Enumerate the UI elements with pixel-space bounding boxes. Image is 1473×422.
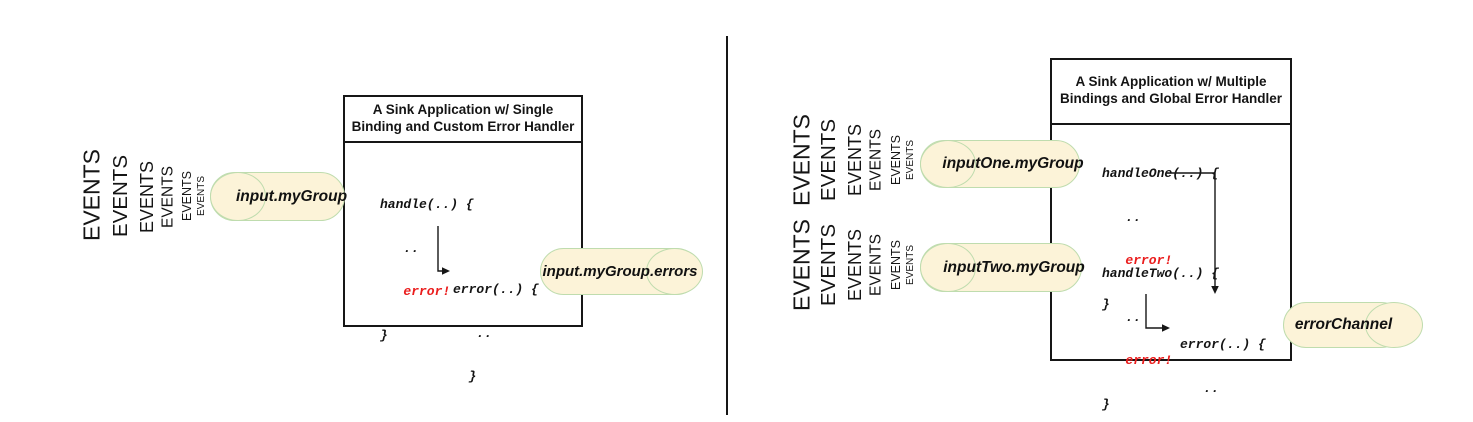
handler-code-block: handle(..) { .. error! } xyxy=(380,169,474,372)
cylinder-cap xyxy=(920,243,976,292)
channel-inputone-mygroup: inputOne.myGroup xyxy=(920,140,1084,188)
code-line-error: error! xyxy=(1102,253,1173,268)
box-title-line2: Binding and Custom Error Handler xyxy=(351,119,575,134)
channel-inputtwo-mygroup: inputTwo.myGroup xyxy=(920,243,1085,292)
code-line: } xyxy=(453,369,477,384)
events-label: EVENTS xyxy=(159,165,177,229)
code-line: handleTwo(..) { xyxy=(1102,266,1220,281)
cylinder-cap xyxy=(1365,302,1423,348)
channel-input-mygroup: input.myGroup xyxy=(210,172,348,221)
code-line: } xyxy=(1102,396,1110,412)
code-line: .. xyxy=(1102,209,1142,225)
channel-errorchannel: errorChannel xyxy=(1283,302,1423,348)
sink-app-box-single: A Sink Application w/ Single Binding and… xyxy=(343,95,583,327)
events-label: EVENTS xyxy=(905,244,916,286)
box-title-line1: A Sink Application w/ Multiple xyxy=(1075,74,1267,89)
box-title-line1: A Sink Application w/ Single xyxy=(372,102,554,117)
events-label: EVENTS xyxy=(788,218,815,312)
code-line: handle(..) { xyxy=(380,197,474,212)
events-label: EVENTS xyxy=(78,148,105,242)
box-header: A Sink Application w/ Single Binding and… xyxy=(345,97,581,143)
channel-input-mygroup-errors: input.myGroup.errors xyxy=(540,248,703,295)
events-label: EVENTS xyxy=(845,123,865,197)
code-line: .. xyxy=(380,240,420,256)
code-line-error: error! xyxy=(380,284,451,299)
error-fn-code-block: error(..) { .. } xyxy=(1180,309,1266,422)
events-label: EVENTS xyxy=(845,228,865,302)
events-label: EVENTS xyxy=(108,154,132,238)
events-label: EVENTS xyxy=(905,139,916,181)
code-line: } xyxy=(1102,296,1110,312)
box-header: A Sink Application w/ Multiple Bindings … xyxy=(1052,60,1290,125)
code-line: .. xyxy=(1102,309,1142,325)
cylinder-cap xyxy=(920,140,976,188)
code-line: error(..) { xyxy=(1180,337,1266,352)
code-line: error(..) { xyxy=(453,282,539,297)
channel-label: errorChannel xyxy=(1294,316,1393,333)
cylinder-cap xyxy=(210,172,266,221)
error-fn-code-block: error(..) { .. } xyxy=(453,254,539,414)
events-label: EVENTS xyxy=(888,134,903,186)
channel-label: input.myGroup.errors xyxy=(542,263,698,280)
channel-label: input.myGroup xyxy=(235,187,348,205)
events-label: EVENTS xyxy=(888,239,903,291)
code-line: handleOne(..) { xyxy=(1102,166,1220,181)
events-label: EVENTS xyxy=(867,233,885,297)
events-label: EVENTS xyxy=(867,128,885,192)
code-line: .. xyxy=(1180,380,1220,396)
events-label: EVENTS xyxy=(816,118,840,202)
code-line-error: error! xyxy=(1102,353,1173,368)
code-line: .. xyxy=(453,325,493,341)
channel-label: inputTwo.myGroup xyxy=(943,258,1085,276)
cylinder-cap xyxy=(646,248,703,295)
events-label: EVENTS xyxy=(179,170,194,222)
box-title-line2: Bindings and Global Error Handler xyxy=(1059,91,1283,106)
events-label: EVENTS xyxy=(816,223,840,307)
events-label: EVENTS xyxy=(788,113,815,207)
events-label: EVENTS xyxy=(196,175,207,217)
code-line: } xyxy=(380,327,388,343)
channel-label: inputOne.myGroup xyxy=(942,155,1084,172)
events-label: EVENTS xyxy=(137,160,157,234)
panel-divider xyxy=(726,36,728,415)
